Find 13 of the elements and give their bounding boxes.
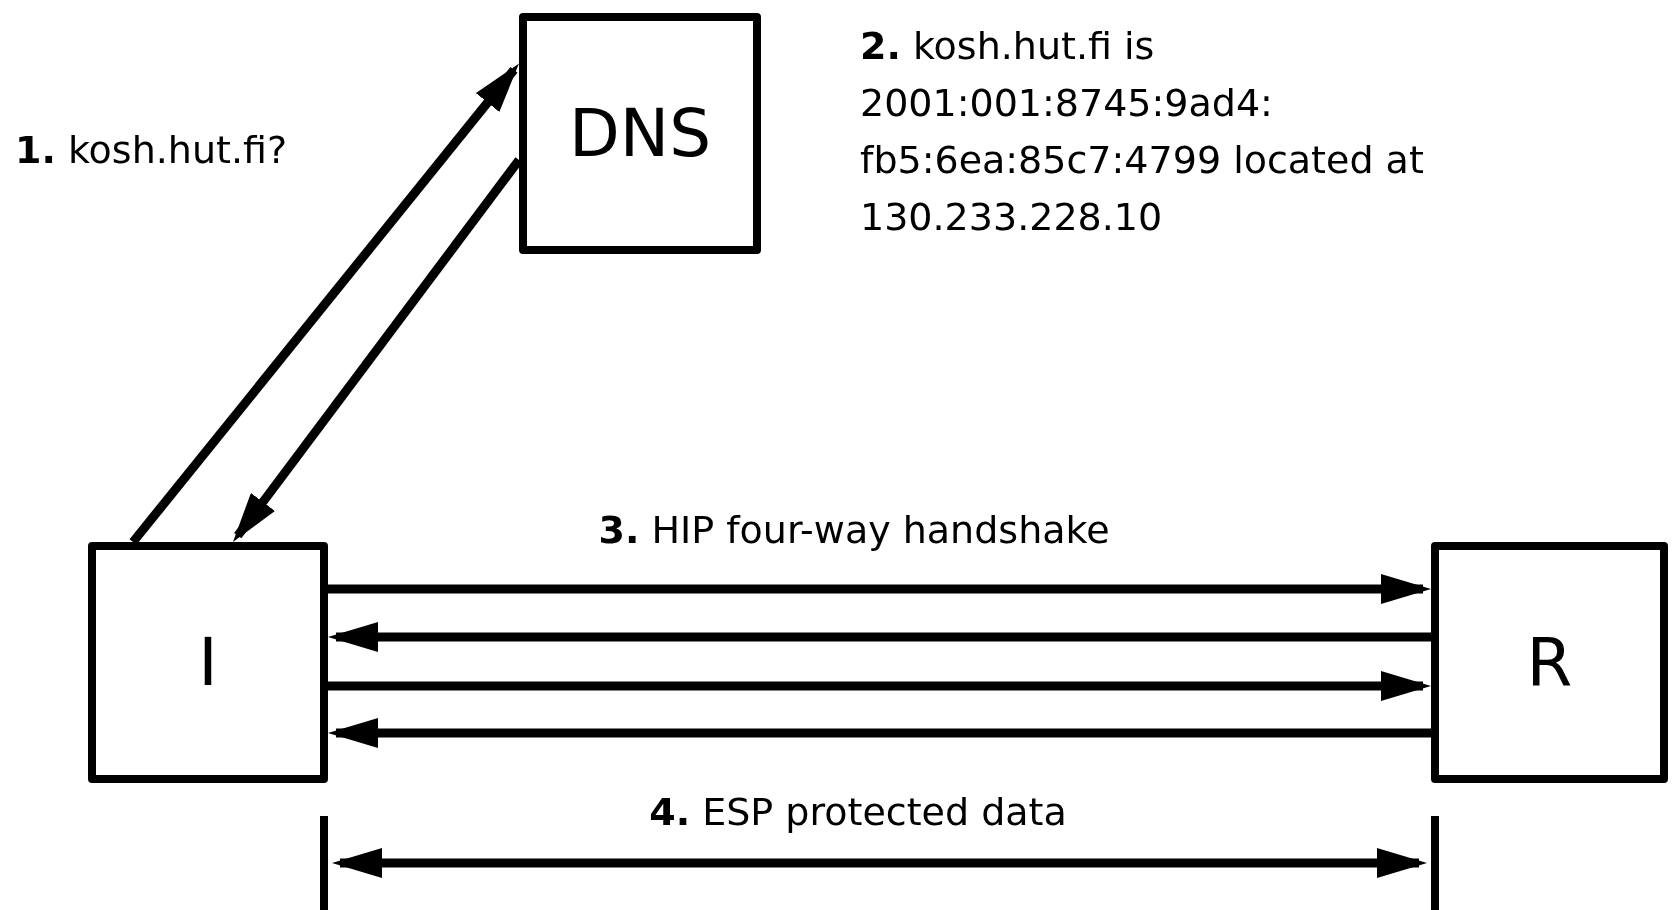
process-box bbox=[88, 542, 328, 783]
node-label: DNS bbox=[568, 95, 712, 172]
process-box bbox=[1431, 542, 1668, 783]
node-label: I bbox=[198, 624, 218, 701]
arrow bbox=[129, 63, 519, 545]
arrow bbox=[332, 848, 1427, 878]
arrow bbox=[328, 622, 1431, 652]
arrow bbox=[328, 574, 1431, 604]
arrow bbox=[328, 671, 1431, 701]
arrow bbox=[328, 718, 1431, 748]
process-box bbox=[519, 13, 761, 254]
node-label: R bbox=[1526, 624, 1573, 701]
annotation-text: 2. kosh.hut.fi is 2001:001:8745:9ad4: fb5:6ea:85c7:4799 located at 130.233.228.10 bbox=[860, 23, 1425, 241]
